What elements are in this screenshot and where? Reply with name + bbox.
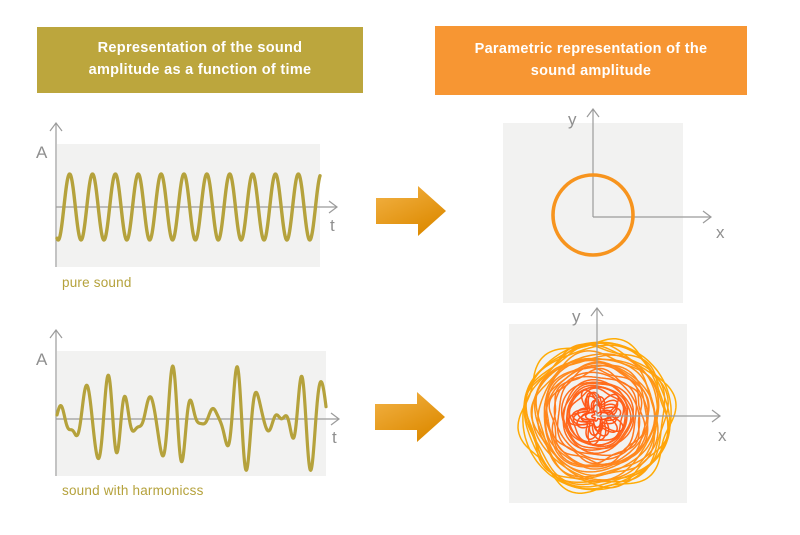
- spiral-loop: [560, 381, 634, 454]
- time-axis-label: t: [330, 216, 335, 235]
- pure-sound-time-plot: A t: [36, 122, 338, 267]
- spiral-loop: [584, 403, 610, 429]
- harmonic-sound-caption: sound with harmonicss: [62, 483, 204, 498]
- parametric-spiral: [517, 338, 677, 494]
- y-axis-arrow-icon: [49, 122, 63, 132]
- parametric-header: Parametric representation of the sound a…: [435, 26, 747, 95]
- spiral-loop: [568, 385, 626, 447]
- pure-sound-caption: pure sound: [62, 275, 132, 290]
- spiral-loop: [517, 338, 677, 494]
- plot-background: [57, 351, 326, 476]
- x-axis-arrow-icon: [702, 210, 712, 224]
- transform-arrow-top-icon: [376, 186, 446, 236]
- x-axis-arrow-icon: [328, 200, 338, 214]
- pure-sound-parametric-plot: y x: [503, 108, 725, 303]
- x-axis-label: x: [718, 426, 727, 445]
- sine-wave: [55, 172, 322, 242]
- amplitude-axis-label: A: [36, 350, 48, 369]
- harmonic-sound-time-plot: A t: [36, 329, 340, 476]
- spiral-loop: [537, 357, 656, 477]
- harmonic-wave: [55, 364, 328, 472]
- time-axis-label: t: [332, 428, 337, 447]
- y-axis-arrow-icon: [49, 329, 63, 339]
- y-axis-arrow-icon: [590, 307, 604, 317]
- transform-arrow-bottom-icon: [375, 392, 445, 442]
- spiral-loop: [545, 364, 649, 468]
- y-axis-label: y: [572, 307, 581, 326]
- harmonic-sound-parametric-plot: y x: [509, 307, 727, 503]
- spiral-loop: [577, 396, 617, 436]
- spiral-loop: [562, 382, 632, 450]
- spiral-loop: [545, 364, 649, 468]
- amplitude-axis-label: A: [36, 143, 48, 162]
- spiral-loop: [548, 366, 646, 466]
- x-axis-label: x: [716, 223, 725, 242]
- time-domain-header: Representation of the sound amplitude as…: [37, 27, 363, 93]
- spiral-loop: [591, 410, 603, 422]
- x-axis-arrow-icon: [711, 409, 721, 423]
- spiral-loop: [533, 358, 660, 482]
- y-axis-arrow-icon: [586, 108, 600, 118]
- parametric-circle: [551, 173, 635, 257]
- x-axis-arrow-icon: [330, 412, 340, 426]
- y-axis-label: y: [568, 110, 577, 129]
- spiral-loop: [556, 375, 638, 457]
